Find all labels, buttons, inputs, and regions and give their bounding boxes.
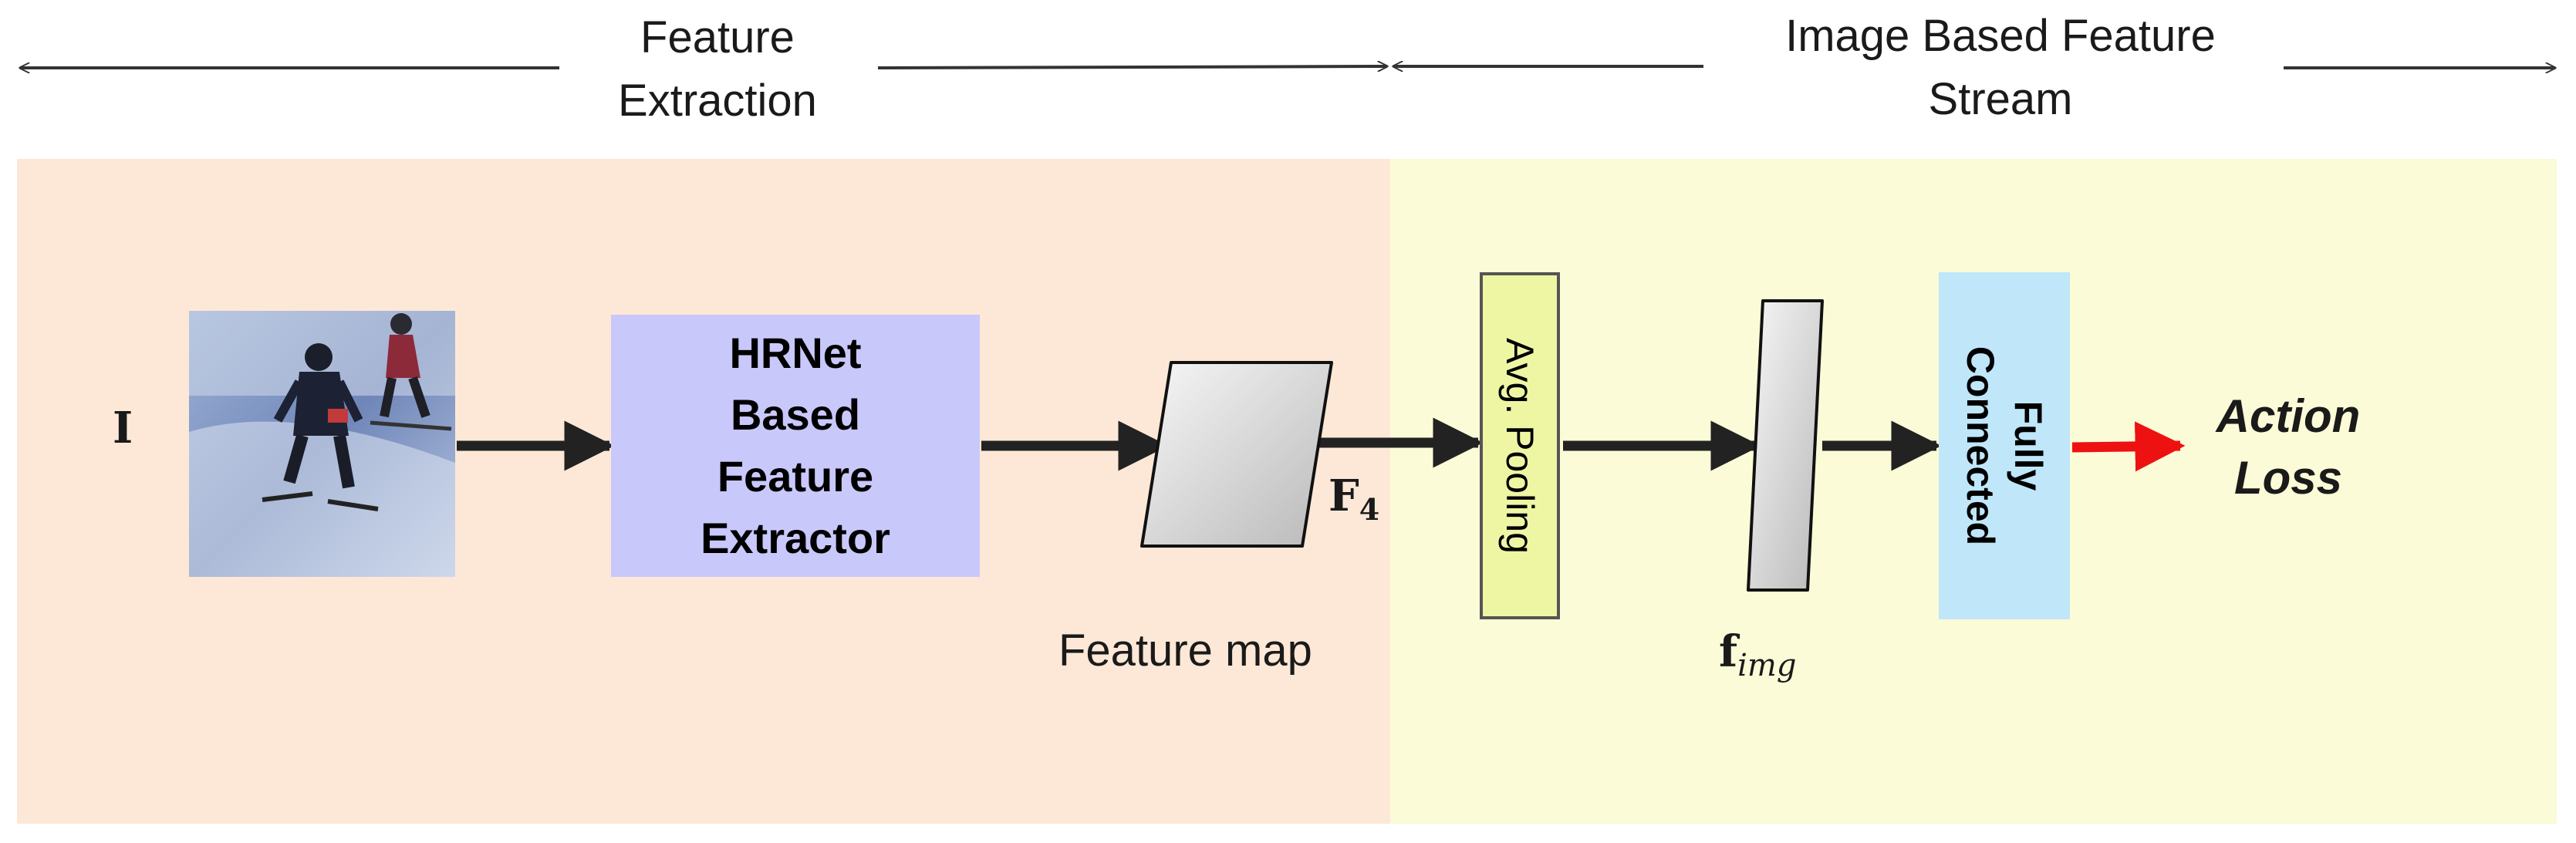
input-label: I <box>113 403 133 454</box>
f4-subscript: 4 <box>1359 492 1380 528</box>
arrow-fc-to-loss <box>2071 421 2186 472</box>
hrnet-line1: HRNet <box>729 329 862 377</box>
hrnet-line3: Feature <box>717 452 874 501</box>
avg-pooling-label: Avg. Pooling <box>1498 338 1541 554</box>
feature-extraction-header-line1: Feature <box>640 12 795 62</box>
image-feature-stream-header-line2: Stream <box>1928 74 2073 124</box>
action-loss-line1: Action <box>2216 390 2361 442</box>
feature-extraction-header: Feature Extraction <box>447 6 988 133</box>
image-feature-stream-header: Image Based Feature Stream <box>1730 5 2270 131</box>
hrnet-feature-extractor-block: HRNet Based Feature Extractor <box>611 315 980 577</box>
feature-map-shape <box>1140 361 1333 548</box>
f4-main: F <box>1329 470 1359 521</box>
f4-label: F4 <box>1329 470 1379 527</box>
avg-pooling-block: Avg. Pooling <box>1480 272 1560 619</box>
input-image <box>189 311 455 577</box>
action-loss-line2: Loss <box>2233 452 2343 504</box>
left-span-arrow-right <box>877 66 1387 68</box>
fimg-vector-shape <box>1747 299 1824 592</box>
fully-connected-block: Fully Connected <box>1939 272 2070 619</box>
image-feature-stream-header-line1: Image Based Feature <box>1785 11 2216 61</box>
hrnet-line4: Extractor <box>701 514 890 562</box>
hrnet-line2: Based <box>730 390 861 439</box>
fimg-label: fimg <box>1719 626 1796 683</box>
feature-map-label: Feature map <box>1058 626 1312 676</box>
fc-line1: Fully <box>2007 400 2050 491</box>
action-loss-label: Action Loss <box>2188 386 2389 509</box>
fc-line2: Connected <box>1959 346 2002 546</box>
fimg-main: f <box>1719 626 1738 677</box>
feature-extraction-header-line2: Extraction <box>618 76 817 126</box>
fimg-subscript: img <box>1737 648 1797 684</box>
